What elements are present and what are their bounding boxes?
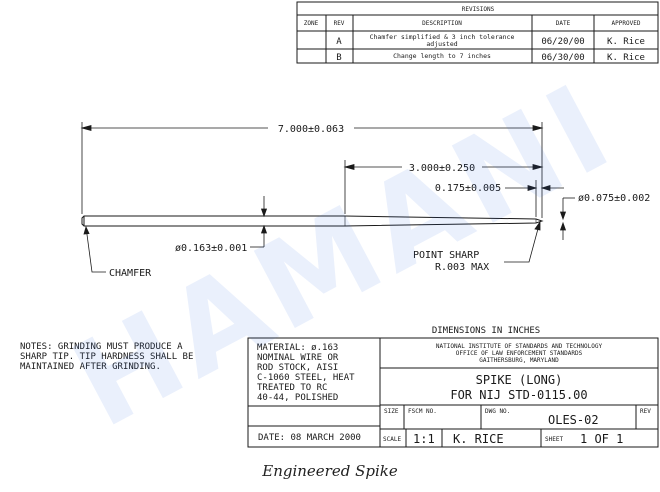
revision-a-description-cont: adjusted bbox=[426, 40, 457, 48]
revision-a-rev: A bbox=[336, 37, 342, 47]
revision-a-description: Chamfer simplified & 3 inch tolerance bbox=[370, 33, 515, 41]
drawn-by: K. RICE bbox=[453, 432, 504, 446]
material-line-6: 40-44, POLISHED bbox=[257, 393, 338, 403]
point-length-label: 0.175±0.005 bbox=[435, 183, 501, 194]
tip-diameter-dimension bbox=[559, 197, 575, 240]
revisions-header-date: DATE bbox=[556, 20, 571, 27]
extension-lines bbox=[81, 122, 543, 218]
scale-value: 1:1 bbox=[413, 432, 435, 446]
revision-a-approved: K. Rice bbox=[607, 37, 645, 47]
size-label: SIZE bbox=[384, 408, 399, 415]
title-block bbox=[247, 337, 659, 448]
revisions-header-approved: APPROVED bbox=[612, 20, 641, 27]
revision-b-rev: B bbox=[336, 53, 341, 63]
overall-length-dimension bbox=[80, 124, 544, 132]
engineering-drawing: REVISIONS ZONE REV DESCRIPTION DATE APPR… bbox=[20, 1, 659, 448]
sheet-label: SHEET bbox=[545, 436, 563, 443]
scale-label: SCALE bbox=[383, 436, 401, 443]
tip-diameter-label: ø0.075±0.002 bbox=[578, 193, 650, 204]
dimensions-units-label: DIMENSIONS IN INCHES bbox=[432, 326, 540, 336]
notes-line-1: NOTES: GRINDING MUST PRODUCE A bbox=[20, 342, 183, 352]
taper-length-label: 3.000±0.250 bbox=[409, 163, 475, 174]
figure-caption: Engineered Spike bbox=[262, 462, 398, 480]
revisions-title: REVISIONS bbox=[462, 6, 495, 13]
organization-name: NATIONAL INSTITUTE OF STANDARDS AND TECH… bbox=[436, 343, 603, 350]
point-radius-label: R.003 MAX bbox=[435, 262, 489, 273]
revision-b-date: 06/30/00 bbox=[541, 53, 584, 63]
fscm-label: FSCM NO. bbox=[408, 408, 437, 415]
point-sharp-leader bbox=[504, 220, 541, 263]
dwg-no-value: OLES-02 bbox=[548, 413, 599, 427]
dwg-no-label: DWG NO. bbox=[485, 408, 510, 415]
point-length-dimension bbox=[505, 184, 564, 192]
sheet-value: 1 OF 1 bbox=[580, 432, 623, 446]
revisions-header-zone: ZONE bbox=[304, 20, 319, 27]
point-sharp-label: POINT SHARP bbox=[413, 250, 479, 261]
material-line-4: C-1060 STEEL, HEAT bbox=[257, 373, 355, 383]
chamfer-label: CHAMFER bbox=[109, 268, 152, 279]
taper-length-dimension bbox=[343, 163, 544, 171]
rev-label: REV bbox=[640, 408, 651, 415]
notes-line-3: MAINTAINED AFTER GRINDING. bbox=[20, 362, 161, 372]
organization-location: GAITHERSBURG, MARYLAND bbox=[479, 357, 559, 364]
overall-length-label: 7.000±0.063 bbox=[278, 124, 344, 135]
shaft-diameter-label: ø0.163±0.001 bbox=[175, 243, 247, 254]
material-line-3: ROD STOCK, AISI bbox=[257, 363, 338, 373]
notes-line-2: SHARP TIP. TIP HARDNESS SHALL BE bbox=[20, 352, 193, 362]
revision-b-description: Change length to 7 inches bbox=[393, 52, 491, 60]
chamfer-leader bbox=[83, 225, 106, 273]
revisions-table bbox=[296, 1, 659, 64]
material-line-5: TREATED TO RC bbox=[257, 383, 327, 393]
revisions-header-description: DESCRIPTION bbox=[422, 20, 462, 27]
material-line-2: NOMINAL WIRE OR bbox=[257, 353, 339, 363]
shaft-diameter-dimension bbox=[250, 196, 268, 248]
drawing-title: SPIKE (LONG) bbox=[476, 373, 563, 387]
material-line-1: MATERIAL: ø.163 bbox=[257, 343, 338, 353]
revision-b-approved: K. Rice bbox=[607, 53, 645, 63]
drawing-subtitle: FOR NIJ STD-0115.00 bbox=[450, 388, 587, 402]
revisions-header-rev: REV bbox=[334, 20, 345, 27]
drawing-date: DATE: 08 MARCH 2000 bbox=[258, 433, 361, 443]
revision-a-date: 06/20/00 bbox=[541, 37, 584, 47]
organization-office: OFFICE OF LAW ENFORCEMENT STANDARDS bbox=[456, 350, 583, 357]
spike-profile bbox=[81, 215, 544, 227]
